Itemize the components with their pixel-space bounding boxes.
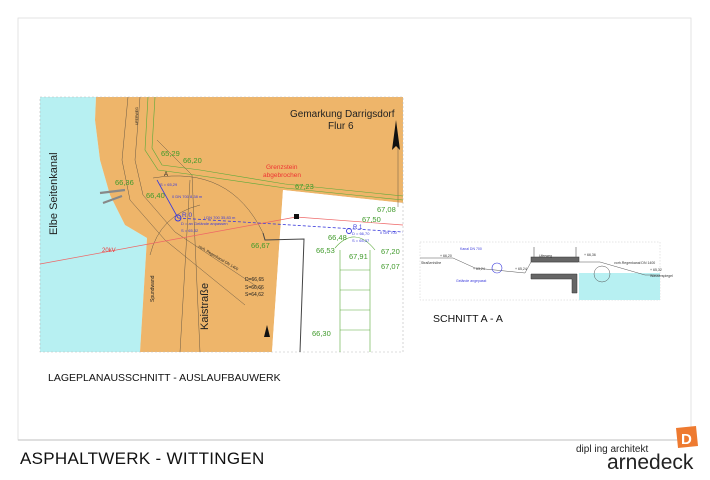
level: 66,20 (183, 156, 202, 165)
architect-name: arnedeck (607, 451, 694, 474)
section-sewer-label: vorh.Regenkanal DN 1400 (614, 261, 655, 265)
level: 65,29 (161, 149, 180, 158)
r1-invert: S = 65,37 (352, 238, 370, 243)
paved-area (272, 190, 403, 352)
section-terrain-label: Gelände angepasst (456, 279, 486, 283)
pipe-r0-r1-label: I DN 700 35,83 m (204, 215, 236, 220)
spot-levels: 65,29 66,20 66,36 66,40 67,23 67,08 67,5… (115, 149, 400, 338)
level: 67,08 (377, 205, 396, 214)
boundary-stone-marker (294, 214, 299, 219)
project-title: ASPHALTWERK - WITTINGEN (20, 449, 265, 468)
r0-top: S = 65,29 (160, 182, 178, 187)
sheet-pile-label: Spundwand (150, 275, 156, 302)
plan-caption: LAGEPLANAUSSCHNITT - AUSLAUFBAUWERK (48, 372, 281, 384)
canal-water (40, 97, 147, 352)
section-a-a: + 66,20 + 63,24 + 65,24 + 66,36 + 65,32 … (419, 241, 673, 301)
section-water (579, 273, 660, 300)
canal-label: Elbe Seitenkanal (48, 152, 60, 235)
existing-depth: D=66,65 (245, 277, 264, 283)
existing-invert-1: S=66,66 (245, 285, 264, 291)
parcel-label: Flur 6 (328, 121, 354, 132)
level: 67,20 (381, 247, 400, 256)
section-mark: A (164, 172, 168, 178)
level: 66,53 (316, 246, 335, 255)
level: 66,40 (146, 191, 165, 200)
section-caption: SCHNITT A - A (433, 313, 503, 325)
street-label: Kaistraße (199, 283, 211, 330)
pipe-line (177, 217, 404, 233)
section-path-label: Uferweg (539, 254, 552, 258)
manhole-r0-label: R 0 (182, 212, 193, 219)
manhole-r0 (174, 214, 182, 222)
logo-letter: D (681, 431, 692, 448)
section-ground-label: Straßenhöhe (421, 261, 441, 265)
r0-invert: S = 65,32 (181, 228, 199, 233)
land-area (95, 97, 403, 352)
level: 66,67 (251, 241, 270, 250)
section-canal-label: Kanal DN 700 (460, 247, 482, 251)
existing-invert-2: S=64,62 (245, 292, 264, 298)
level: 67,91 (349, 252, 368, 261)
pipe-r0-label: 0 DN 700 8,38 m (172, 194, 203, 199)
section-arrow-icon (264, 325, 270, 337)
pipe-r1-label: II DN 700 (380, 230, 398, 235)
level: 66,48 (328, 233, 347, 242)
section-level-left: + 66,20 (440, 254, 452, 258)
section-level-right: + 66,36 (584, 253, 596, 257)
district-label: Gemarkung Darrigsdorf (290, 109, 395, 120)
level: 67,07 (381, 262, 400, 271)
section-water-label: Wasserspiegel (650, 274, 673, 278)
architect-title: dipl ing architekt (576, 444, 649, 455)
level: 66,30 (312, 329, 331, 338)
section-level-mid-1: + 63,24 (473, 267, 485, 271)
boundary-note-2: abgebrochen (263, 172, 301, 179)
section-level-far: + 65,32 (650, 268, 662, 272)
section-level-mid-2: + 65,24 (515, 267, 527, 271)
level: 66,36 (115, 178, 134, 187)
north-arrow-icon (392, 120, 400, 150)
manhole-r1 (346, 228, 352, 234)
r0-depth: D = an Gelände anpassen (181, 221, 228, 226)
site-plan: Gemarkung Darrigsdorf Flur 6 Elbe Seiten… (39, 96, 404, 353)
manhole-r1-label: R 1 (353, 225, 363, 231)
boundary-note-1: Grenzstein (266, 164, 298, 171)
power-line-label: 20kV (102, 248, 116, 254)
level: 67,50 (362, 215, 381, 224)
path-label: UFERWEG (135, 107, 139, 125)
level: 67,23 (295, 182, 314, 191)
r1-depth: D = 66,70 (352, 231, 370, 236)
architect-logo: D (676, 426, 698, 448)
